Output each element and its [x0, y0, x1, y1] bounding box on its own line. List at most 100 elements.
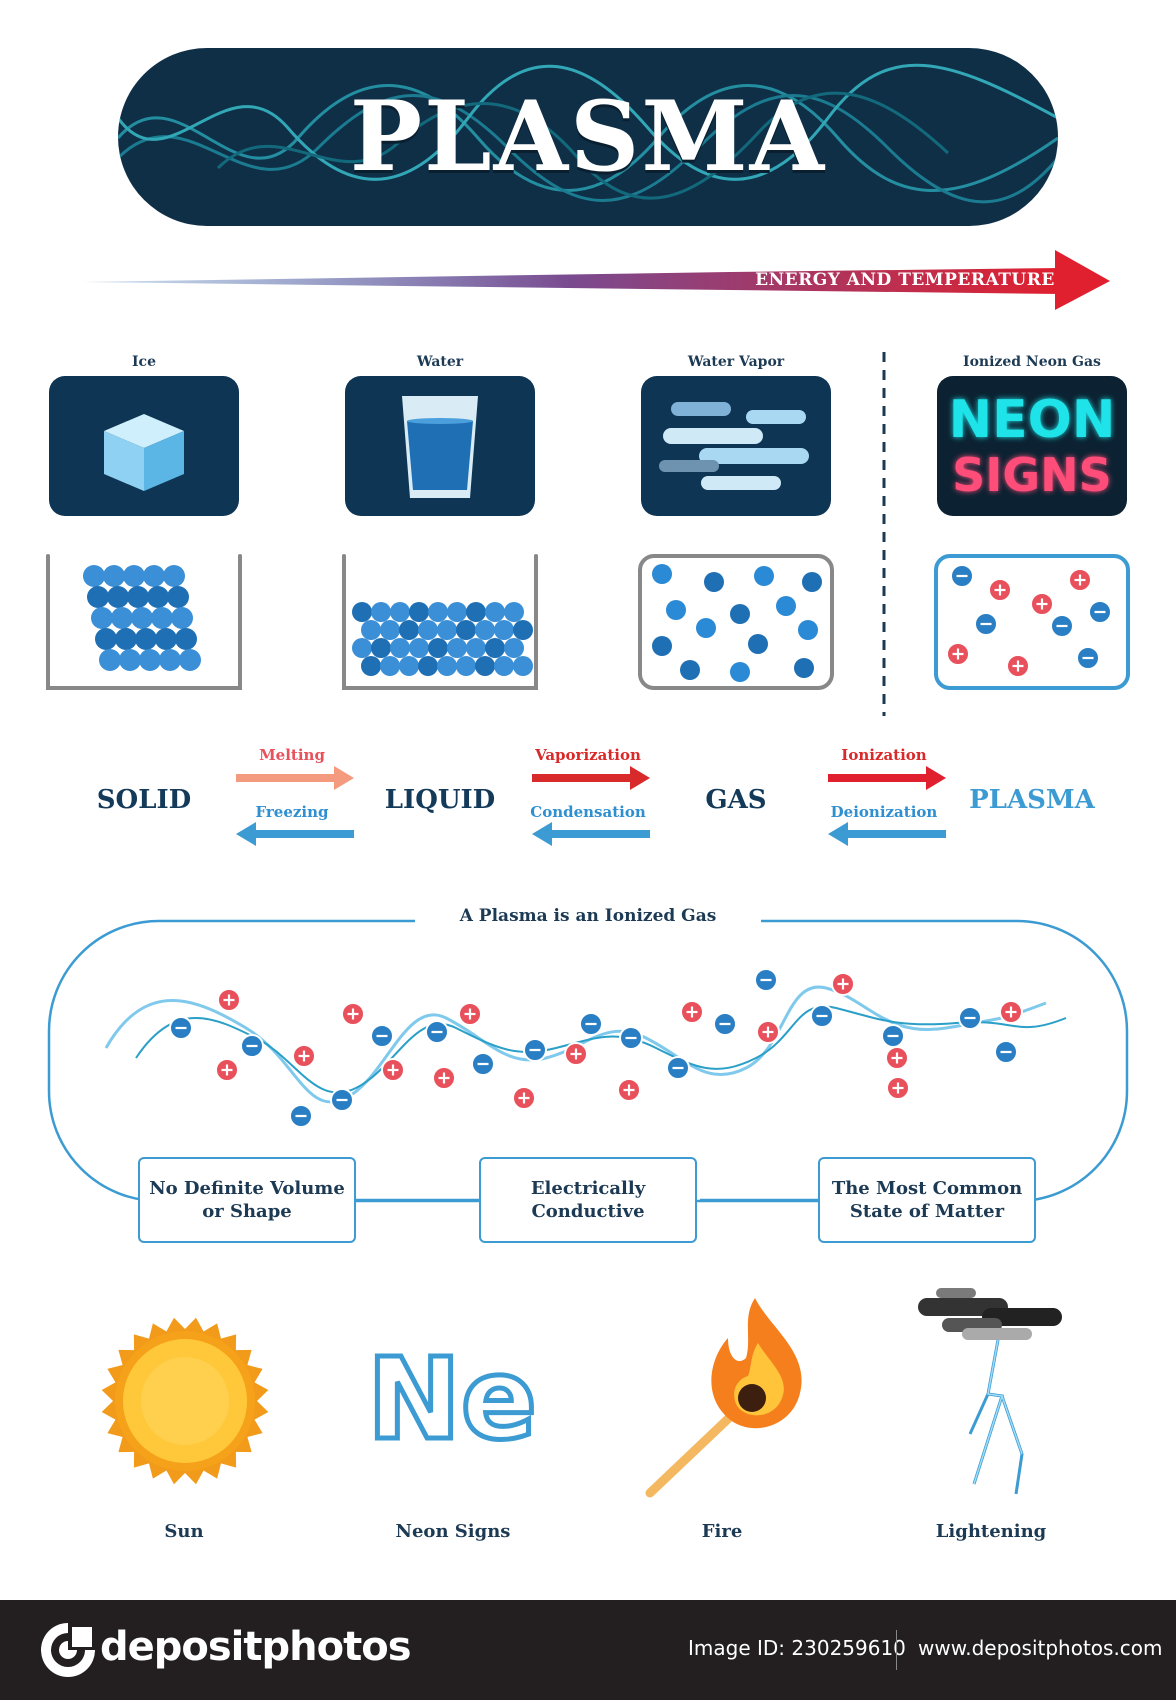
state-label-ice: Ice [132, 354, 156, 370]
liquid-particle [380, 620, 400, 640]
liquid-particle [390, 638, 410, 658]
positive-ion [617, 1078, 641, 1102]
positive-ion [217, 988, 241, 1012]
gas-particle [748, 634, 768, 654]
property-most-common-state: The Most Common State of Matter [818, 1157, 1036, 1243]
water-vapor-card [641, 376, 831, 516]
water-card [345, 376, 535, 516]
liquid-particle [475, 656, 495, 676]
solid-particle [91, 607, 113, 629]
solid-particle [127, 586, 149, 608]
phase-plasma: PLASMA [969, 785, 1095, 815]
gas-particle [754, 566, 774, 586]
liquid-particle [371, 638, 391, 658]
vaporization-condensation-arrows [532, 766, 650, 846]
solid-particle [163, 565, 185, 587]
liquid-particle [456, 656, 476, 676]
positive-ion [215, 1058, 239, 1082]
electron [240, 1034, 264, 1058]
positive-ion [885, 1046, 909, 1070]
gas-particle [802, 572, 822, 592]
property-electrically-conductive: Electrically Conductive [479, 1157, 697, 1243]
title-banner: PLASMA [118, 48, 1058, 226]
liquid-particle [409, 602, 429, 622]
electron [713, 1012, 737, 1036]
solid-particle [139, 649, 161, 671]
example-label-sun: Sun [164, 1521, 204, 1542]
solid-particle [143, 565, 165, 587]
positive-ion [458, 1002, 482, 1026]
plasma-particles-container [934, 554, 1130, 690]
gas-particle [680, 660, 700, 680]
example-label-fire: Fire [701, 1521, 743, 1542]
liquid-particle [399, 620, 419, 640]
electron [994, 1040, 1018, 1064]
liquid-particle [437, 620, 457, 640]
positive-ion [946, 642, 970, 666]
property-label: No Definite Volume or Shape [149, 1178, 345, 1222]
positive-ion [886, 1076, 910, 1100]
page-title: PLASMA [349, 80, 827, 193]
electron [370, 1024, 394, 1048]
deionization-label: Deionization [830, 803, 938, 821]
liquid-particle [504, 638, 524, 658]
liquid-particle [513, 620, 533, 640]
liquid-particle [371, 602, 391, 622]
solid-particle [135, 628, 157, 650]
solid-particle [107, 586, 129, 608]
gas-particle [730, 604, 750, 624]
solid-particle [119, 649, 141, 671]
positive-ion [1006, 654, 1030, 678]
solid-particle [99, 649, 121, 671]
positive-ion [988, 578, 1012, 602]
liquid-particle [418, 620, 438, 640]
footer-logo-text: depositphotos [100, 1624, 412, 1670]
liquid-particle [494, 656, 514, 676]
state-label-water: Water [416, 354, 464, 370]
solid-particle [87, 586, 109, 608]
electron [523, 1038, 547, 1062]
liquid-particle [504, 602, 524, 622]
footer-bar: depositphotos Image ID: 230259610 www.de… [0, 1600, 1176, 1700]
liquid-particle [456, 620, 476, 640]
solid-particle [175, 628, 197, 650]
vaporization-label: Vaporization [535, 746, 641, 764]
fire-match-icon [645, 1298, 802, 1498]
gas-particle [666, 600, 686, 620]
electron [958, 1006, 982, 1030]
footer-image-id: Image ID: 230259610 [688, 1636, 906, 1660]
liquid-particle [494, 620, 514, 640]
depositphotos-logo-icon [41, 1623, 95, 1677]
melting-label: Melting [259, 746, 325, 764]
property-no-definite-volume: No Definite Volume or Shape [138, 1157, 356, 1243]
positive-ion [680, 1000, 704, 1024]
liquid-particle [428, 602, 448, 622]
state-label-ionized-neon-gas: Ionized Neon Gas [963, 354, 1101, 370]
example-label-lightening: Lightening [935, 1521, 1047, 1542]
electron [471, 1052, 495, 1076]
liquid-particle [380, 656, 400, 676]
phase-solid: SOLID [96, 785, 192, 815]
positive-ion [341, 1002, 365, 1026]
solid-particle [131, 607, 153, 629]
phase-liquid: LIQUID [384, 785, 496, 815]
neon-gas-card: NEON SIGNS [937, 376, 1127, 516]
property-connectors [356, 1198, 826, 1202]
positive-ion [1030, 592, 1054, 616]
liquid-particle [466, 602, 486, 622]
plasma-separator [882, 352, 886, 716]
freezing-label: Freezing [255, 803, 329, 821]
condensation-label: Condensation [530, 803, 646, 821]
positive-ion [381, 1058, 405, 1082]
property-label: The Most Common State of Matter [831, 1178, 1023, 1222]
electron [289, 1104, 313, 1128]
neon-sign-line2: SIGNS [952, 448, 1112, 502]
example-label-neon-signs: Neon Signs [395, 1521, 511, 1542]
ice-cube-icon [104, 414, 184, 491]
solid-particle [155, 628, 177, 650]
positive-ion [432, 1066, 456, 1090]
liquid-particle [418, 656, 438, 676]
gas-particle [652, 564, 672, 584]
gas-particle [776, 596, 796, 616]
plasma-section-frame [47, 919, 1129, 1203]
